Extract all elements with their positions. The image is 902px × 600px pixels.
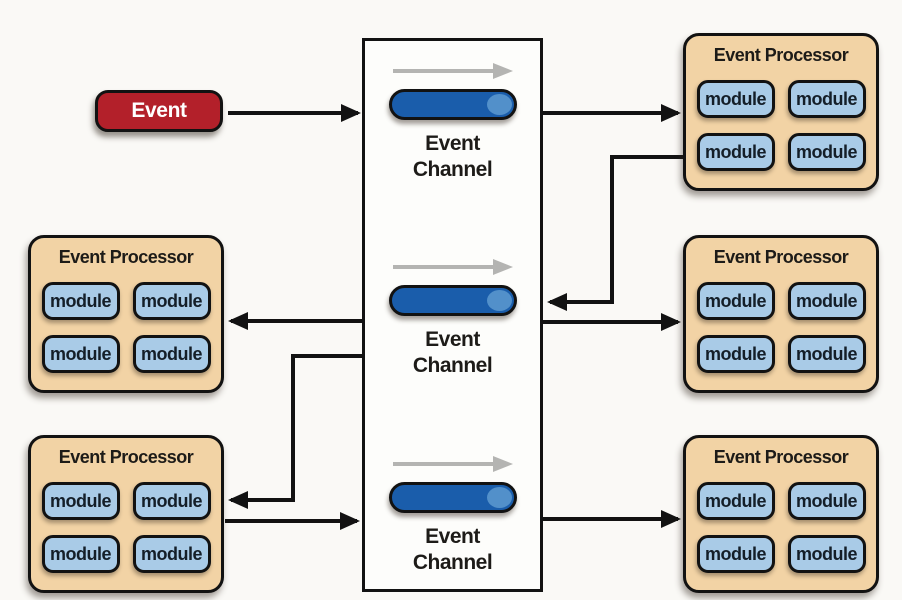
module-grid: module module module module bbox=[696, 282, 866, 373]
channel-queue-pill bbox=[388, 482, 517, 513]
queue-pill-cap bbox=[486, 290, 512, 311]
module-pill: module bbox=[787, 482, 866, 520]
arrow-channel2-to-processor-left-bottom bbox=[228, 354, 362, 509]
arrow-processor-right-top-to-channel2 bbox=[547, 155, 683, 311]
processor-title: Event Processor bbox=[713, 247, 849, 267]
module-grid: module module module module bbox=[41, 482, 211, 573]
event-processor-left-middle: Event Processor module module module mod… bbox=[28, 235, 224, 393]
module-pill: module bbox=[787, 133, 866, 171]
module-pill: module bbox=[132, 535, 211, 573]
module-pill: module bbox=[696, 535, 775, 573]
flow-direction-arrow-icon bbox=[392, 456, 513, 472]
channel-label-line2: Channel bbox=[412, 158, 493, 181]
processor-title: Event Processor bbox=[58, 447, 194, 467]
event-channel-2: Event Channel bbox=[365, 259, 540, 379]
event-channel-1: Event Channel bbox=[365, 63, 540, 183]
channel-label: Event Channel bbox=[412, 327, 493, 379]
module-pill: module bbox=[696, 133, 775, 171]
processor-title: Event Processor bbox=[58, 247, 194, 267]
channel-label-line1: Event bbox=[425, 525, 480, 548]
event-processor-right-top: Event Processor module module module mod… bbox=[683, 33, 879, 191]
module-pill: module bbox=[787, 80, 866, 118]
channel-queue-pill bbox=[388, 89, 517, 120]
module-pill: module bbox=[696, 80, 775, 118]
module-grid: module module module module bbox=[41, 282, 211, 373]
channel-label: Event Channel bbox=[412, 524, 493, 576]
module-pill: module bbox=[696, 482, 775, 520]
module-pill: module bbox=[132, 482, 211, 520]
event-channel-3: Event Channel bbox=[365, 456, 540, 576]
event-processor-right-middle: Event Processor module module module mod… bbox=[683, 235, 879, 393]
module-pill: module bbox=[787, 282, 866, 320]
flow-direction-arrow-icon bbox=[392, 63, 513, 79]
module-pill: module bbox=[696, 335, 775, 373]
module-pill: module bbox=[696, 282, 775, 320]
processor-title: Event Processor bbox=[713, 447, 849, 467]
module-pill: module bbox=[132, 282, 211, 320]
module-pill: module bbox=[41, 535, 120, 573]
channel-label-line1: Event bbox=[425, 132, 480, 155]
module-pill: module bbox=[41, 482, 120, 520]
channel-label-line2: Channel bbox=[412, 551, 493, 574]
module-pill: module bbox=[787, 535, 866, 573]
module-pill: module bbox=[41, 282, 120, 320]
flow-direction-arrow-icon bbox=[392, 259, 513, 275]
event-processor-left-bottom: Event Processor module module module mod… bbox=[28, 435, 224, 593]
event-processor-right-bottom: Event Processor module module module mod… bbox=[683, 435, 879, 593]
processor-title: Event Processor bbox=[713, 45, 849, 65]
queue-pill-cap bbox=[486, 94, 512, 115]
channel-queue-pill bbox=[388, 285, 517, 316]
event-source-label: Event bbox=[131, 99, 187, 122]
channel-label-line2: Channel bbox=[412, 354, 493, 377]
module-pill: module bbox=[41, 335, 120, 373]
module-grid: module module module module bbox=[696, 80, 866, 171]
channel-label-line1: Event bbox=[425, 328, 480, 351]
queue-pill-cap bbox=[486, 487, 512, 508]
module-grid: module module module module bbox=[696, 482, 866, 573]
event-source-pill: Event bbox=[95, 90, 223, 132]
event-channel-box: Event Channel Event Channel bbox=[362, 38, 543, 592]
channel-label: Event Channel bbox=[412, 131, 493, 183]
module-pill: module bbox=[787, 335, 866, 373]
module-pill: module bbox=[132, 335, 211, 373]
